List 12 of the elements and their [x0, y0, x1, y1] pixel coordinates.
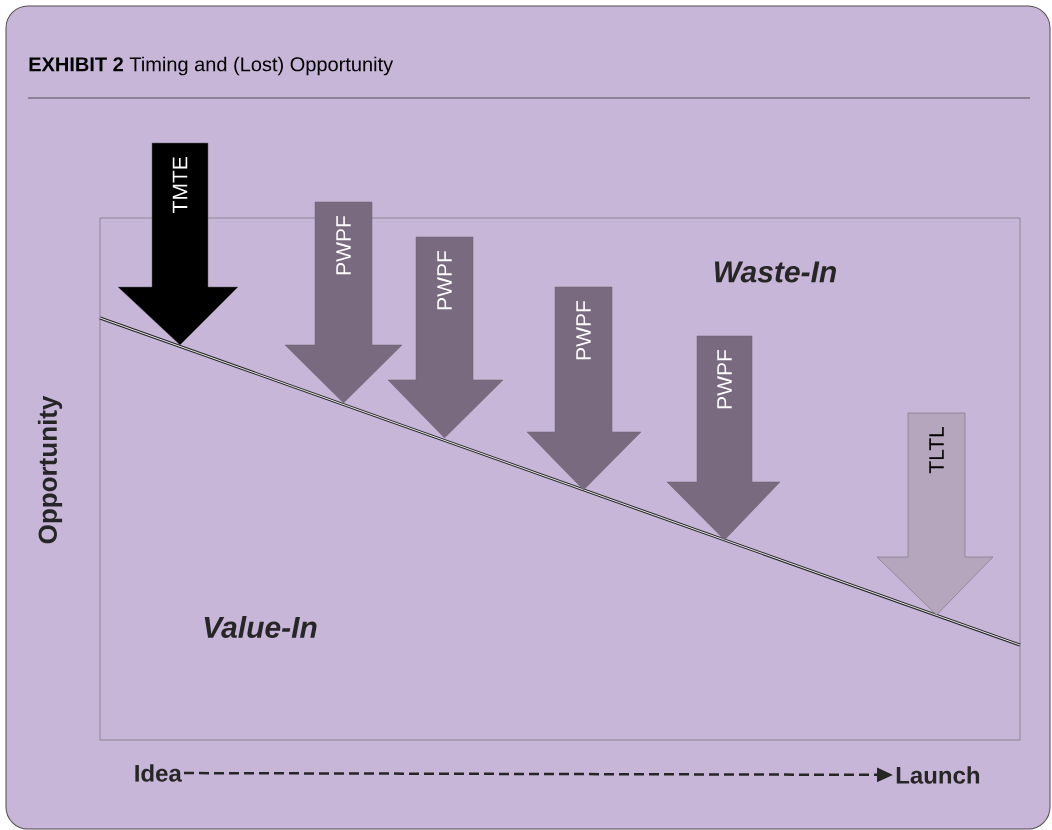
- title: EXHIBIT 2 Timing and (Lost) Opportunity: [29, 56, 394, 76]
- pointer-block: PWPF: [666, 335, 781, 541]
- pointer-block: PWPF: [387, 236, 504, 439]
- pointer-block: TLTL: [876, 412, 994, 616]
- region-label: Waste-In: [714, 261, 836, 283]
- pointer-block: PWPF: [284, 201, 403, 404]
- region-label: Opportunity: [37, 395, 63, 544]
- pointer-block: PWPF: [526, 286, 642, 491]
- axis-label: Idea: [135, 764, 182, 782]
- region-label: Value-In: [204, 616, 317, 638]
- axis-label: Launch: [896, 766, 980, 784]
- pointer-block: TMTE: [117, 142, 239, 346]
